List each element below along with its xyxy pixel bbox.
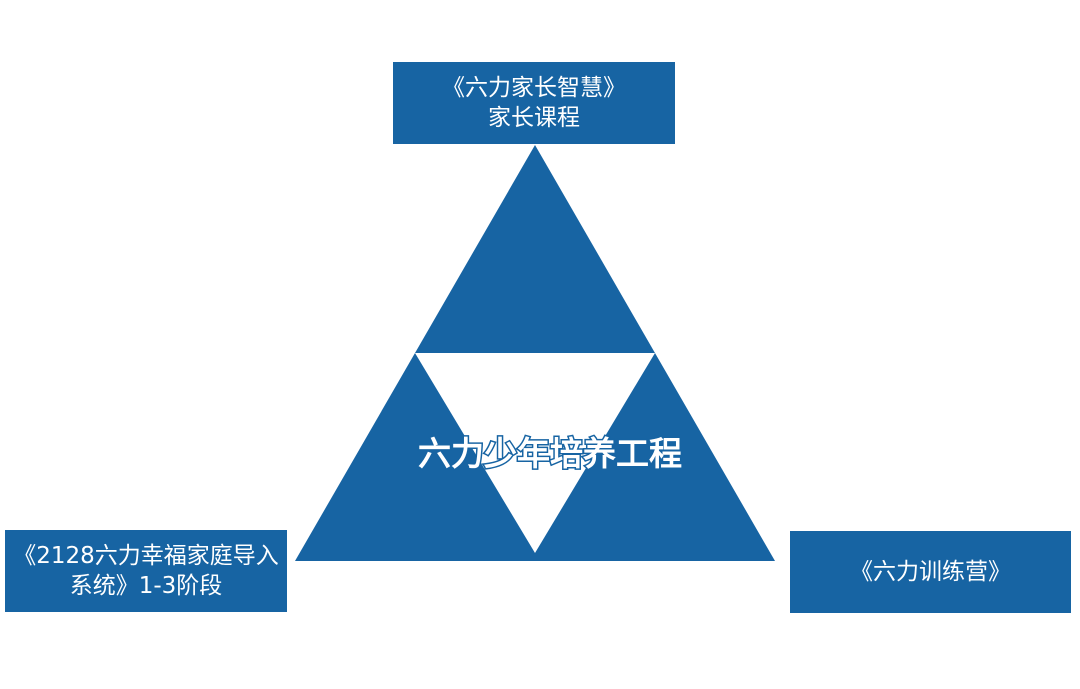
top-box-parent-course: 《六力家长智慧》 家长课程 — [393, 62, 675, 144]
right-box-line1: 《六力训练营》 — [850, 559, 1011, 585]
right-box-training-camp: 《六力训练营》 — [790, 531, 1071, 613]
inner-inverted-triangle — [415, 353, 655, 553]
top-box-line1: 《六力家长智慧》 — [442, 75, 626, 101]
left-box-line2: 系统》1-3阶段 — [69, 573, 223, 599]
left-box-family-system: 《2128六力幸福家庭导入 系统》1-3阶段 — [5, 530, 287, 612]
center-title: 六力少年培养工程 — [418, 434, 682, 473]
left-box-line1: 《2128六力幸福家庭导入 — [13, 543, 279, 569]
top-box-line2: 家长课程 — [488, 105, 580, 131]
